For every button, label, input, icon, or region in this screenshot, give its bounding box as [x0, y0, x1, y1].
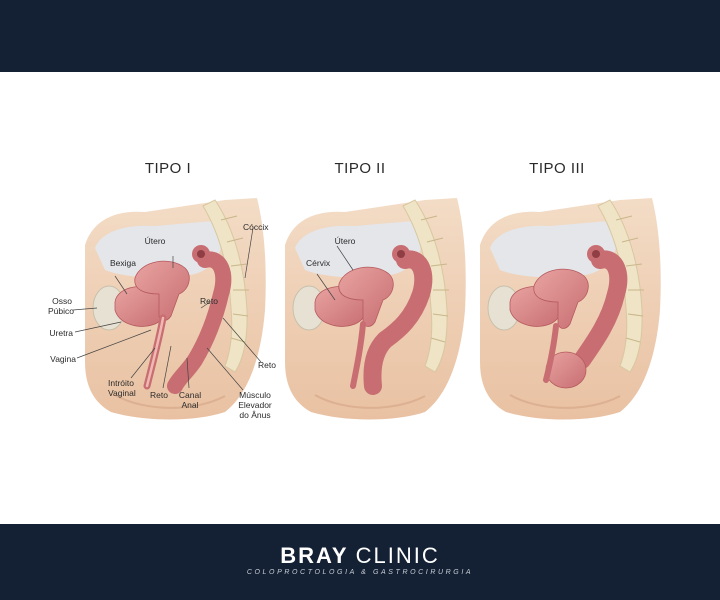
label-musculo-3: do Ânus: [239, 410, 271, 420]
label-musculo-1: Músculo: [239, 390, 271, 400]
panel-title-tipo-2: TIPO II: [334, 160, 386, 177]
label-musculo-2: Elevador: [238, 400, 272, 410]
label-reto-inner: Reto: [200, 296, 218, 306]
label-bexiga: Bexiga: [110, 258, 136, 268]
label-coccix: Cóccix: [243, 222, 269, 232]
label-introito-1: Intróito: [108, 378, 134, 388]
brand-logo: BRAY CLINIC: [0, 543, 720, 569]
label-introito-2: Vaginal: [108, 388, 136, 398]
header-band: [0, 0, 720, 72]
diagram-tipo-3: [479, 197, 662, 421]
brand-name-light: CLINIC: [355, 543, 440, 568]
label-canal-1: Canal: [178, 390, 202, 400]
label-reto-bottom: Reto: [150, 390, 168, 400]
panel-title-tipo-1: TIPO I: [144, 160, 192, 177]
brand-name-bold: BRAY: [280, 543, 349, 568]
label-vagina: Vagina: [50, 354, 76, 364]
panel-title-tipo-3: TIPO III: [529, 160, 585, 177]
label-cervix: Cérvix: [306, 258, 331, 268]
diagram-tipo-1: [72, 197, 267, 421]
label-reto-outer: Reto: [258, 360, 276, 370]
label-osso-pubico-2: Púbico: [48, 306, 74, 316]
label-utero: Útero: [144, 236, 166, 246]
label-osso-pubico-1: Osso: [52, 296, 72, 306]
label-canal-2: Anal: [181, 400, 199, 410]
footer-band: [0, 524, 720, 600]
label-uretra: Uretra: [49, 328, 73, 338]
brand-tagline: COLOPROCTOLOGIA & GASTROCIRURGIA: [246, 569, 474, 576]
diagram-tipo-2: [284, 197, 467, 421]
label-utero-2: Útero: [334, 236, 356, 246]
